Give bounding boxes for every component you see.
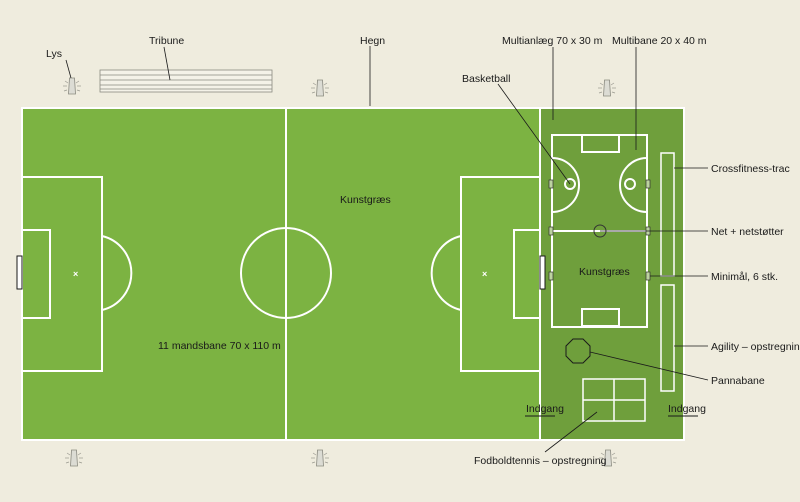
label-agility: Agility – opstregning bbox=[711, 341, 800, 353]
label-indgang-right: Indgang bbox=[668, 403, 706, 415]
label-kunstgraes-main: Kunstgræs bbox=[340, 194, 391, 206]
label-minimaal: Minimål, 6 stk. bbox=[711, 271, 778, 283]
leader-lines bbox=[65, 46, 709, 453]
label-fodboldtennis: Fodboldtennis – opstregning bbox=[474, 455, 607, 467]
label-tribune: Tribune bbox=[149, 35, 184, 47]
label-pannabane: Pannabane bbox=[711, 375, 765, 387]
left-goal bbox=[16, 255, 23, 290]
label-net: Net + netstøtter bbox=[711, 226, 784, 238]
label-multianlaeg: Multianlæg 70 x 30 m bbox=[502, 35, 603, 47]
pannabane-octagon bbox=[565, 338, 591, 364]
light-mast-icon bbox=[65, 449, 83, 467]
multi-grass bbox=[540, 108, 684, 440]
light-mast-icon bbox=[311, 79, 329, 97]
label-crossfitness: Crossfitness-trac bbox=[711, 163, 790, 175]
agility-track bbox=[660, 284, 675, 392]
light-mast-icon bbox=[311, 449, 329, 467]
right-goal bbox=[539, 255, 546, 290]
label-multibane: Multibane 20 x 40 m bbox=[612, 35, 707, 47]
light-mast-icon bbox=[598, 79, 616, 97]
right-penalty-spot: × bbox=[482, 269, 487, 279]
label-basketball: Basketball bbox=[462, 73, 510, 85]
label-11-mandsbane: 11 mandsbane 70 x 110 m bbox=[158, 340, 281, 352]
light-mast-icon bbox=[599, 449, 617, 467]
label-indgang-left: Indgang bbox=[526, 403, 564, 415]
light-mast-icon bbox=[63, 77, 81, 95]
footballtennis-court bbox=[582, 378, 646, 422]
label-lys: Lys bbox=[46, 48, 62, 60]
label-kunstgraes-multi: Kunstgræs bbox=[579, 266, 630, 278]
left-penalty-spot: × bbox=[73, 269, 78, 279]
label-hegn: Hegn bbox=[360, 35, 385, 47]
tribune bbox=[99, 69, 273, 93]
